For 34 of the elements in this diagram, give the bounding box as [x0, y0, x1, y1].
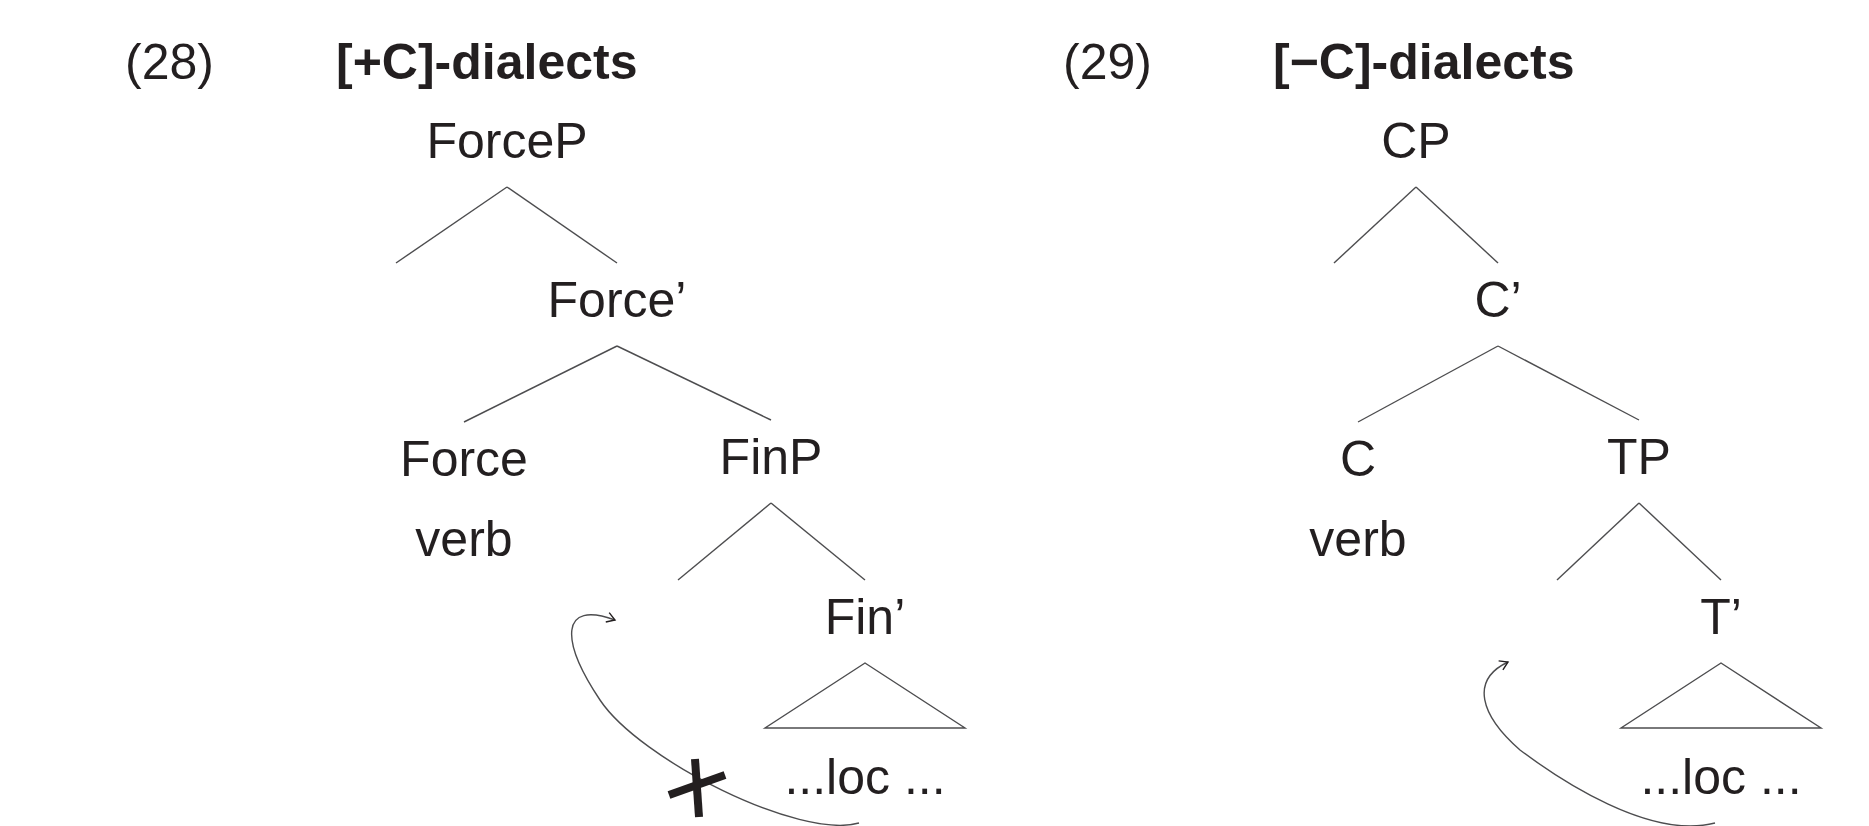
example-number: (29) — [1063, 33, 1152, 92]
movement-arrow — [571, 612, 860, 826]
triangle-branch — [762, 662, 968, 729]
lexical-item: verb — [1309, 510, 1407, 569]
tree-node-label: CP — [1381, 101, 1451, 181]
branch-line — [395, 186, 508, 264]
example-heading: [+C]-dialects — [336, 33, 638, 92]
branch-line — [1333, 186, 1417, 264]
tree-node-label: Force’ — [547, 260, 687, 340]
branch-line — [506, 186, 618, 264]
tree-node-label: FinP — [719, 417, 823, 497]
branch-line — [1415, 186, 1499, 264]
tree-node-label: C — [1338, 430, 1378, 489]
tree-node-label: T’ — [1700, 577, 1742, 657]
tree-node-label: ...loc ... — [784, 737, 946, 817]
triangle-branch — [1618, 662, 1824, 729]
lexical-item: verb — [414, 510, 514, 569]
tree-node-label: TP — [1607, 417, 1671, 497]
branch-line — [677, 502, 772, 581]
branch-line — [463, 345, 618, 423]
example-number: (28) — [125, 33, 214, 92]
branch-line — [770, 502, 866, 581]
branch-line — [1556, 502, 1640, 581]
tree-node-label: Fin’ — [824, 577, 906, 657]
tree-node-label: C’ — [1474, 260, 1522, 340]
branch-line — [616, 345, 772, 421]
movement-arrow — [1483, 660, 1716, 826]
tree-node-label: ForceP — [426, 101, 588, 181]
example-heading: [−C]-dialects — [1273, 33, 1575, 92]
branch-line — [1357, 345, 1499, 423]
branch-line — [1638, 502, 1722, 581]
tree-node-label: Force — [400, 430, 528, 489]
tree-node-label: ...loc ... — [1640, 737, 1802, 817]
branch-line — [1497, 345, 1640, 421]
